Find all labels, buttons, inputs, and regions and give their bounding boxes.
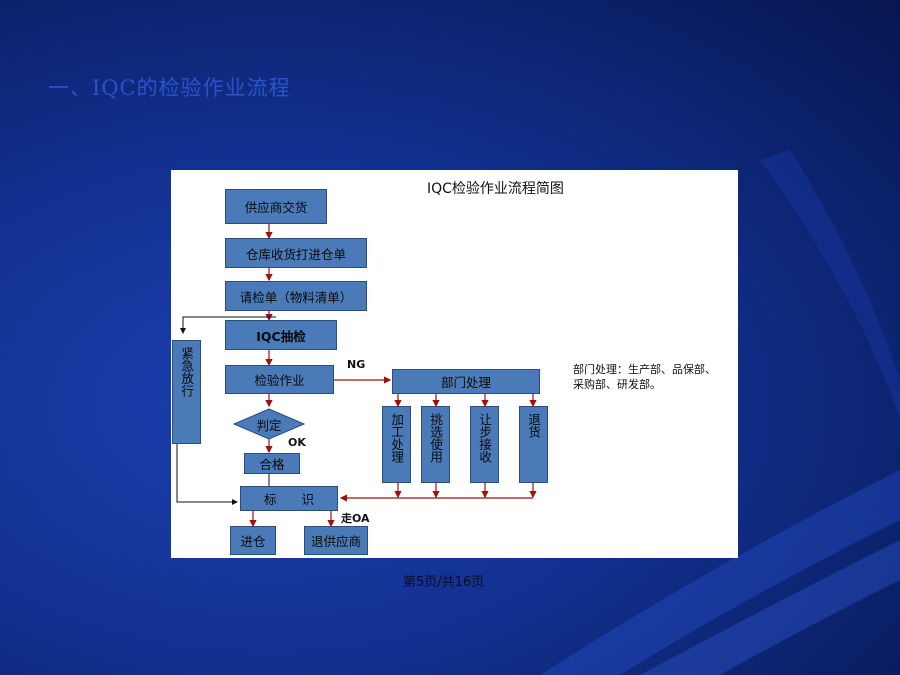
inspection-work-node: 检验作业 [225, 365, 334, 394]
diagram-title: IQC检验作业流程简图 [427, 181, 564, 197]
concession-node: 让步接收 [470, 406, 499, 483]
qualified-node: 合格 [244, 453, 300, 474]
page-number: 第5页/共16页 [403, 575, 485, 590]
request-inspect-node: 请检单（物料清单） [225, 281, 367, 311]
return-supplier-node: 退供应商 [304, 526, 368, 555]
pick-use-node: 挑选使用 [421, 406, 450, 483]
return-goods-node: 退货 [519, 406, 548, 483]
ng-label: NG [347, 358, 366, 371]
ok-label: OK [288, 436, 306, 449]
into-warehouse-node: 进仓 [230, 526, 276, 555]
iqc-sampling-node: IQC抽检 [225, 320, 337, 350]
supplier-delivery-node: 供应商交货 [225, 189, 327, 224]
flowchart-panel: IQC检验作业流程简图 [171, 170, 738, 558]
oa-label: 走OA [341, 512, 370, 525]
slide-title: 一、IQC的检验作业流程 [48, 76, 291, 100]
warehouse-receive-node: 仓库收货打进仓单 [225, 238, 367, 268]
urgent-release-node: 紧急放行 [172, 340, 201, 444]
dept-handling-node: 部门处理 [392, 369, 540, 394]
flow-connectors [176, 224, 537, 528]
dept-note: 部门处理：生产部、品保部、采购部、研发部。 [573, 363, 716, 391]
processing-node: 加工处理 [382, 406, 411, 483]
label-node: 标 识 [240, 486, 338, 511]
judgement-label: 判定 [256, 417, 282, 433]
judgement-diamond [233, 408, 305, 440]
